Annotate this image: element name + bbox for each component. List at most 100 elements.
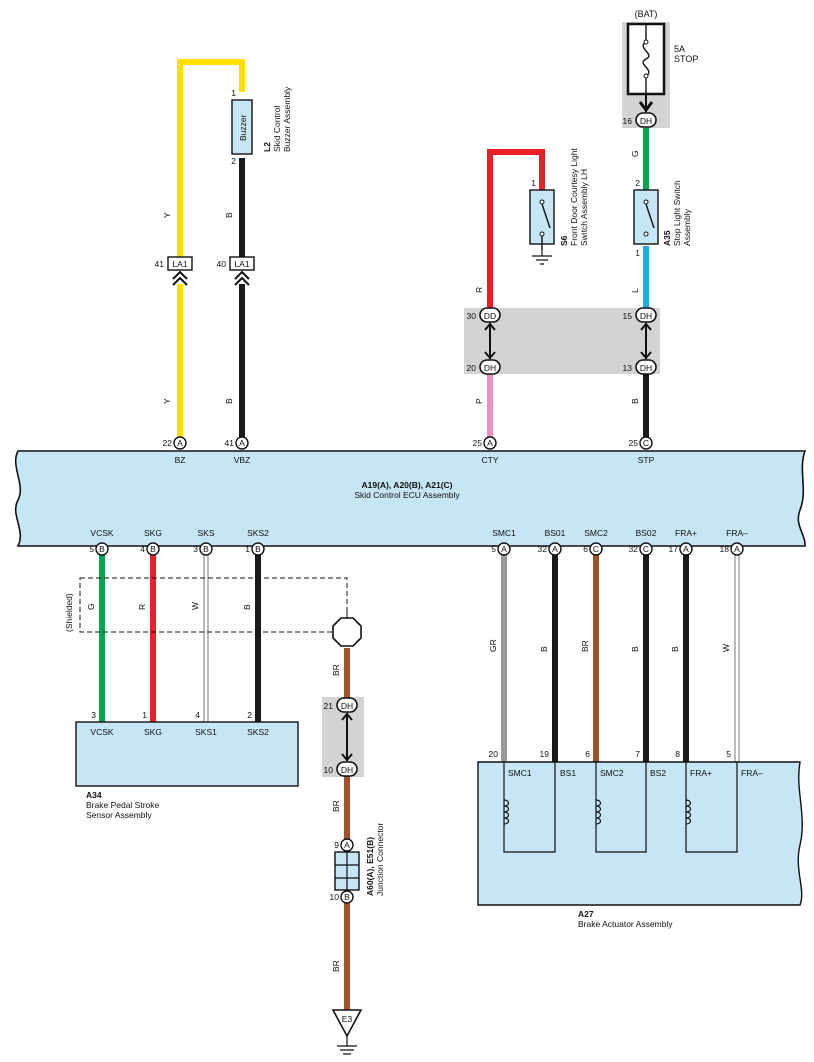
svg-text:A: A [501,544,507,554]
svg-text:FRA+: FRA+ [690,768,712,778]
ground-e3-triangle [331,1009,363,1038]
stroke-sensor-pin: 4 SKS1 [195,710,217,737]
stroke-sensor-pin: 2 SKS2 [247,710,269,737]
shield-ground-octagon [332,617,362,647]
svg-text:A35: A35 [662,230,672,246]
wire-color-labels: Y Y B B R P G L B G R W B BR BR BR GR B … [86,150,731,972]
svg-text:8: 8 [675,749,680,759]
ecu-subtitle: Skid Control ECU Assembly [354,490,460,500]
svg-text:LA1: LA1 [234,259,249,269]
ecu-bottom-pin: SKG B 4 [140,528,162,556]
shielded-label: (Shielded) [64,593,74,632]
stroke-sensor-box [75,721,299,787]
svg-text:3: 3 [91,710,96,720]
svg-text:SMC1: SMC1 [492,528,516,538]
svg-text:22: 22 [163,438,173,448]
ground-icon [532,250,552,265]
svg-text:DH: DH [341,765,353,775]
svg-text:SMC2: SMC2 [584,528,608,538]
connector-chevron-icon [638,101,654,113]
junction-dh-connector-right-top [635,307,657,323]
buzzer-box [231,99,253,155]
buzzer-pin-top: 1 [231,88,236,98]
svg-text:Assembly: Assembly [682,208,692,246]
svg-text:GR: GR [488,639,498,652]
ecu-bottom-pin: SMC1 A 5 [491,528,516,556]
buzzer-desc1: Skid Control [272,106,282,152]
svg-text:B: B [630,646,640,652]
svg-text:15: 15 [623,311,633,321]
actuator-pin: 8 FRA+ [675,749,712,778]
buzzer-code: L2 [262,142,272,152]
svg-text:A: A [177,438,183,448]
buzzer-pin-bottom: 2 [231,156,236,166]
la1-connector-left [167,256,193,271]
fuse-rating: 5A [674,44,685,54]
svg-text:2: 2 [635,178,640,188]
svg-text:C: C [593,544,599,554]
ground-icon [337,1036,357,1055]
svg-text:Switch Assembly LH: Switch Assembly LH [579,169,589,246]
ecu-bottom-pin: SKS B 3 [193,528,215,556]
svg-text:SKG: SKG [144,727,162,737]
svg-text:B: B [539,646,549,652]
coil-icon [503,799,510,825]
junction-connector-desc: Junction Connector [375,823,385,896]
ecu-bottom-pin: BS02 C 32 [629,528,657,556]
svg-text:BS1: BS1 [560,768,576,778]
coil-icon [595,799,602,825]
ecu-box [14,450,807,547]
svg-text:Y: Y [162,398,172,404]
svg-text:BR: BR [580,640,590,652]
fuse-icon [642,41,650,77]
svg-text:20: 20 [489,749,499,759]
svg-text:B: B [255,544,261,554]
svg-text:FRA–: FRA– [726,528,748,538]
svg-text:BR: BR [331,960,341,972]
junction-arrow-icon [484,322,496,360]
ecu-bottom-pin: VCSK B 5 [89,528,114,556]
actuator-desc: Brake Actuator Assembly [578,919,673,929]
svg-text:4: 4 [195,710,200,720]
svg-text:40: 40 [217,259,227,269]
wire-yellow [177,59,245,258]
svg-text:R: R [474,287,484,293]
svg-text:B: B [630,398,640,404]
switch-icon [645,203,655,229]
svg-text:STP: STP [638,455,655,465]
buzzer-desc2: Buzzer Assembly [282,86,292,152]
svg-text:BS01: BS01 [545,528,566,538]
svg-text:B: B [242,604,252,610]
svg-text:BZ: BZ [175,455,186,465]
svg-text:G: G [630,150,640,157]
svg-text:6: 6 [583,544,588,554]
svg-text:C: C [643,438,649,448]
actuator-code: A27 [578,909,594,919]
la1-right-chevron-icon [234,270,250,286]
stroke-sensor-desc2: Sensor Assembly [86,810,152,820]
svg-text:SKS: SKS [197,528,214,538]
svg-text:32: 32 [629,544,639,554]
svg-text:5: 5 [726,749,731,759]
solenoid-coils [503,762,738,853]
svg-text:A: A [487,438,493,448]
svg-text:13: 13 [623,363,633,373]
svg-text:G: G [86,603,96,610]
ecu-top-pin: C 25 STP [629,436,655,465]
svg-text:B: B [203,544,209,554]
svg-text:B: B [224,398,234,404]
svg-text:2: 2 [247,710,252,720]
la1-connector-right [229,256,255,271]
ground-label: E3 [342,1014,353,1024]
svg-text:DH: DH [341,701,353,711]
svg-text:1: 1 [635,248,640,258]
svg-text:BR: BR [331,800,341,812]
battery-dh-connector [635,112,657,128]
stroke-sensor-desc1: Brake Pedal Stroke [86,800,160,810]
junction-dd-connector [479,307,501,323]
ecu-bottom-pin: BS01 A 32 [538,528,566,556]
svg-text:S6: S6 [559,235,569,246]
svg-text:A: A [239,438,245,448]
actuator-pin: 19 BS1 [540,749,577,778]
